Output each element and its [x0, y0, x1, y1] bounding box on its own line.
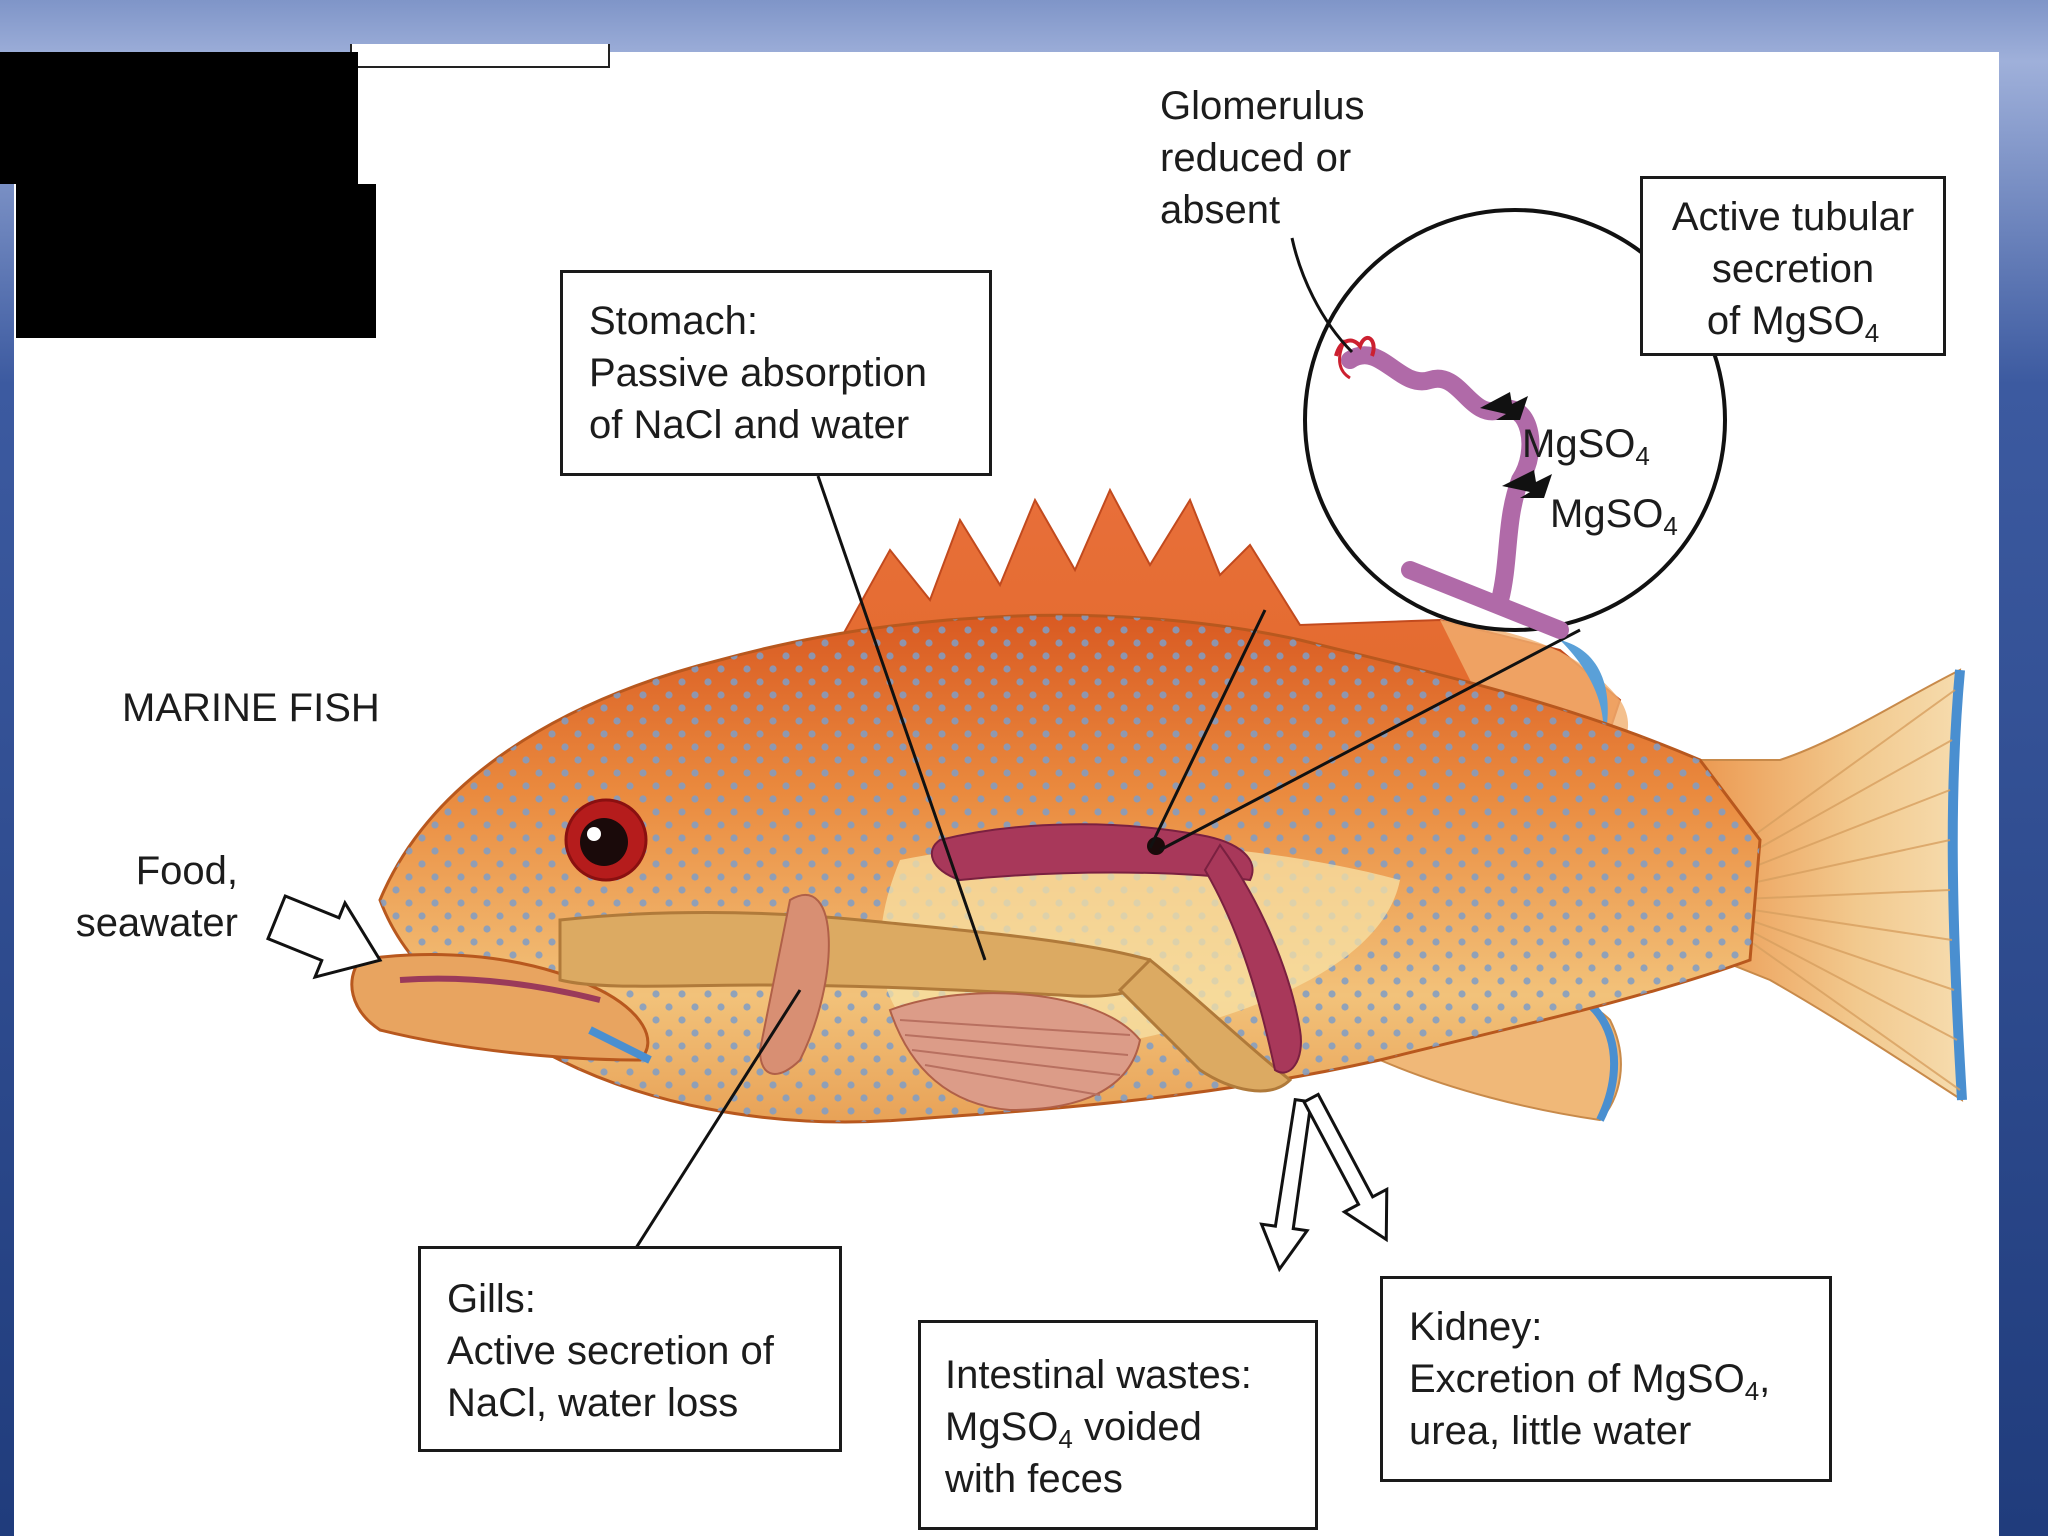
- diagram-title: MARINE FISH: [122, 686, 380, 730]
- nephron-magnifier: [1148, 208, 1727, 852]
- tubular-line-3-sub: 4: [1864, 318, 1880, 348]
- mgso4-label-1: MgSO4: [1522, 366, 1650, 470]
- food-intake-label: Food, seawater: [75, 849, 238, 945]
- stomach-line-1: Passive absorption: [589, 351, 927, 395]
- fish-eye: [564, 798, 648, 882]
- stomach-box: Stomach: Passive absorption of NaCl and …: [560, 270, 992, 476]
- tubular-line-2: secretion: [1711, 247, 1875, 291]
- tubular-line-3-base: of MgSO: [1706, 299, 1865, 343]
- kidney-line-1-base: Excretion of MgSO: [1409, 1357, 1745, 1401]
- kidney-heading: Kidney:: [1409, 1305, 1543, 1349]
- partial-label-box: [350, 44, 610, 68]
- tubular-line-1: Active tubular: [1671, 195, 1915, 239]
- mgso4-label-1-base: MgSO: [1522, 422, 1636, 466]
- stomach-line-2: of NaCl and water: [589, 403, 910, 447]
- intestinal-line-1-sub: 4: [1058, 1424, 1073, 1454]
- kidney-line-1-rest: ,: [1759, 1357, 1771, 1401]
- intestinal-heading: Intestinal wastes:: [945, 1353, 1252, 1397]
- mgso4-label-1-sub: 4: [1635, 441, 1650, 471]
- glomerulus-label: Glomerulus reduced or absent: [1160, 84, 1365, 232]
- gills-line-1: Active secretion of: [447, 1329, 774, 1373]
- mgso4-label-2-sub: 4: [1663, 511, 1678, 541]
- leader-lines: [634, 237, 1354, 1249]
- pectoral-fin: [758, 893, 1142, 1112]
- kidney-line-1-sub: 4: [1744, 1376, 1760, 1406]
- gills-line-2: NaCl, water loss: [447, 1381, 739, 1425]
- kidney-box: Kidney: Excretion of MgSO4, urea, little…: [1380, 1276, 1832, 1482]
- tail-fin: [1698, 668, 1967, 1102]
- intestinal-wastes-box: Intestinal wastes: MgSO4 voided with fec…: [918, 1320, 1318, 1530]
- gills-heading: Gills:: [447, 1277, 536, 1321]
- intestinal-line-1-base: MgSO: [945, 1405, 1059, 1449]
- tubular-line-3: of MgSO4: [1643, 295, 1943, 347]
- gills-box: Gills: Active secretion of NaCl, water l…: [418, 1246, 842, 1452]
- intake-arrow: [266, 894, 383, 980]
- redaction-block: [0, 52, 358, 184]
- mgso4-label-2-base: MgSO: [1550, 492, 1664, 536]
- intestinal-line-2: with feces: [945, 1457, 1123, 1501]
- urine-arrow: [1302, 1092, 1389, 1243]
- tubular-secretion-box: Active tubular secretion of MgSO4: [1640, 176, 1946, 356]
- intestinal-line-1: MgSO4 voided: [945, 1401, 1315, 1453]
- kidney-line-2: urea, little water: [1409, 1409, 1692, 1453]
- mgso4-label-2: MgSO4: [1550, 436, 1678, 540]
- feces-arrow: [1259, 1097, 1313, 1273]
- kidney: [930, 823, 1302, 1074]
- redaction-block: [16, 184, 376, 338]
- stomach-heading: Stomach:: [589, 299, 758, 343]
- intestinal-line-1-rest: voided: [1072, 1405, 1202, 1449]
- kidney-line-1: Excretion of MgSO4,: [1409, 1353, 1829, 1405]
